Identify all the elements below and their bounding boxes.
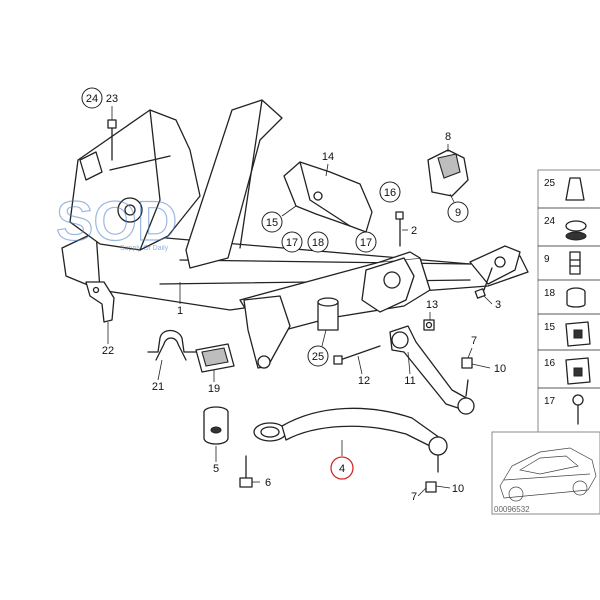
callout-16-circle — [379, 181, 401, 203]
watermark-logo: SOD Supply Of Daily — [55, 188, 178, 252]
bushing-part-5 — [203, 406, 229, 445]
clamp-part-21 — [147, 329, 197, 361]
callout-17a-circle — [281, 231, 303, 253]
callout-7a: 7 — [471, 335, 477, 347]
legend-item-16: 16 — [544, 358, 556, 369]
legend-item-24: 24 — [544, 216, 556, 227]
bolt-part-2 — [395, 211, 404, 247]
callout-7b: 7 — [411, 491, 417, 503]
control-arm-part-4 — [253, 407, 448, 473]
callout-16: 16 — [384, 187, 396, 199]
callout-23: 23 — [106, 93, 118, 105]
nut-part-7-lower — [425, 481, 437, 493]
bolt-part-12 — [333, 345, 381, 365]
callout-3: 3 — [495, 299, 501, 311]
callout-25-circle — [307, 345, 329, 367]
callout-2: 2 — [411, 225, 417, 237]
control-arm-part-11 — [389, 325, 475, 415]
callout-12: 12 — [358, 375, 370, 387]
bracket-part-22 — [85, 281, 115, 323]
callout-8: 8 — [445, 131, 451, 143]
callout-4-highlight-circle — [330, 456, 354, 480]
callout-15: 15 — [266, 217, 278, 229]
legend-item-18: 18 — [544, 288, 556, 299]
legend-item-17: 17 — [544, 396, 556, 407]
callout-13: 13 — [426, 299, 438, 311]
diagram-code: 00096532 — [494, 505, 530, 514]
bolt-part-6 — [239, 455, 253, 488]
callout-1: 1 — [177, 305, 183, 317]
bolt-part-3 — [474, 267, 493, 299]
callout-10b: 10 — [452, 483, 464, 495]
legend-item-25: 25 — [544, 178, 556, 189]
callout-11: 11 — [404, 375, 415, 387]
callout-17a: 17 — [286, 237, 298, 249]
callout-18-circle — [307, 231, 329, 253]
callout-14: 14 — [322, 151, 334, 163]
callout-19: 19 — [208, 383, 220, 395]
legend-item-15: 15 — [544, 322, 556, 333]
hardware-legend: 25 24 9 18 15 16 17 — [537, 169, 600, 433]
svg-text:SOD: SOD — [56, 189, 177, 252]
pad-part-19 — [195, 343, 235, 373]
svg-text:Supply Of Daily: Supply Of Daily — [120, 245, 169, 252]
callout-22: 22 — [102, 345, 114, 357]
nut-part-13 — [423, 319, 435, 331]
callout-24-circle — [81, 87, 103, 109]
callout-5: 5 — [213, 463, 219, 475]
callout-17b-circle — [355, 231, 377, 253]
callout-6: 6 — [265, 477, 271, 489]
callout-24: 24 — [86, 93, 98, 105]
subframe — [61, 99, 529, 369]
callout-25: 25 — [312, 351, 324, 363]
legend-item-9: 9 — [544, 254, 550, 265]
callout-10a: 10 — [494, 363, 506, 375]
callout-18: 18 — [312, 237, 324, 249]
callout-9: 9 — [455, 207, 461, 219]
engine-mount-part-8 — [427, 149, 469, 197]
callout-4: 4 — [339, 463, 345, 475]
callout-9-circle — [447, 201, 469, 223]
callouts: 24 23 14 8 16 15 17 18 17 9 2 1 — [81, 87, 506, 503]
callout-21: 21 — [152, 381, 164, 393]
nut-part-7-upper — [461, 357, 473, 369]
vehicle-thumbnail: 00096532 — [491, 431, 600, 515]
heat-shield-part-14 — [283, 161, 373, 233]
callout-15-circle — [261, 211, 283, 233]
callout-17b: 17 — [360, 237, 372, 249]
